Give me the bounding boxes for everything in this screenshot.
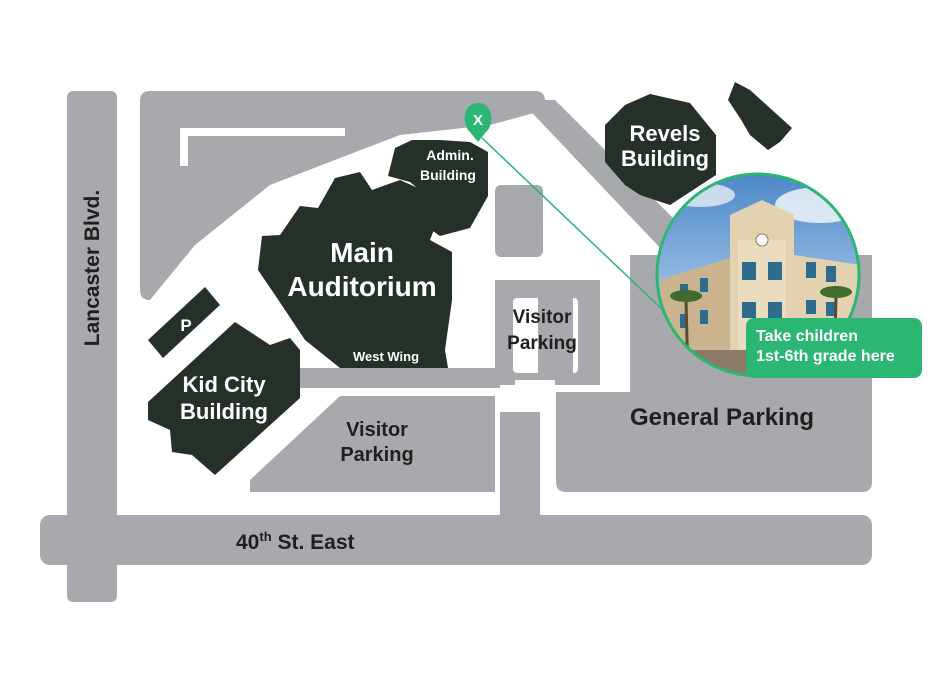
street-suffix: th bbox=[259, 529, 271, 544]
general-parking-label: General Parking bbox=[630, 404, 814, 431]
north-lot bbox=[140, 91, 545, 300]
west-wing-road bbox=[300, 368, 500, 388]
general-parking-lot bbox=[556, 392, 872, 492]
location-marker[interactable]: X bbox=[464, 103, 492, 142]
callout-line1: Take children bbox=[756, 328, 858, 345]
p-lot-block bbox=[148, 287, 220, 358]
west-wing-label: West Wing bbox=[353, 349, 419, 364]
visitor-center-line2: Parking bbox=[507, 333, 577, 354]
central-road bbox=[495, 185, 543, 257]
revels-building bbox=[605, 94, 716, 205]
street-number: 40 bbox=[236, 531, 259, 554]
lancaster-blvd-label: Lancaster Blvd. bbox=[81, 190, 104, 346]
main-auditorium-line2: Auditorium bbox=[287, 271, 436, 302]
admin-building bbox=[388, 140, 488, 236]
40th-st-label: 40th St. East bbox=[236, 529, 355, 554]
revels-line1: Revels bbox=[630, 121, 701, 146]
ne-building bbox=[728, 82, 792, 150]
kid-city-line1: Kid City bbox=[182, 372, 266, 397]
marker-symbol: X bbox=[473, 112, 483, 129]
kid-city-building bbox=[148, 322, 300, 475]
admin-line1: Admin. bbox=[426, 147, 473, 163]
dropoff-callout: Take children 1st-6th grade here bbox=[746, 318, 922, 378]
marker-leader-line bbox=[481, 137, 666, 313]
lancaster-blvd-road bbox=[67, 91, 117, 602]
visitor-center-line1: Visitor bbox=[513, 307, 572, 328]
revels-line2: Building bbox=[621, 146, 709, 171]
visitor-connector bbox=[500, 412, 540, 522]
visitor-south-line1: Visitor bbox=[346, 419, 408, 441]
map-pin-icon[interactable] bbox=[464, 103, 492, 142]
diagonal-road bbox=[520, 100, 700, 290]
main-auditorium-line1: Main bbox=[330, 237, 394, 268]
parking-p-symbol: P bbox=[180, 316, 191, 335]
visitor-lot-south bbox=[250, 396, 495, 492]
main-auditorium-building bbox=[258, 172, 452, 368]
callout-line2: 1st-6th grade here bbox=[756, 348, 895, 365]
visitor-south-line2: Parking bbox=[340, 444, 413, 466]
40th-st-road bbox=[40, 515, 872, 565]
buildings bbox=[148, 82, 792, 475]
street-name: St. East bbox=[272, 531, 355, 554]
admin-line2: Building bbox=[420, 167, 476, 183]
kid-city-line2: Building bbox=[180, 399, 268, 424]
